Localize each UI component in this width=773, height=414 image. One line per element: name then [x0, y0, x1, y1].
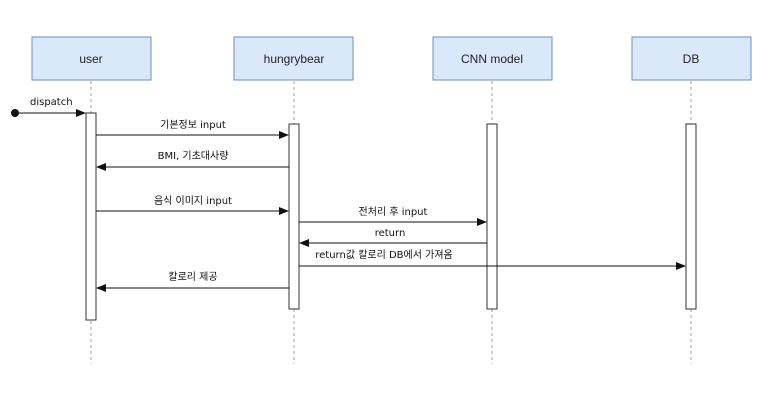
message-label-preprocessed-input: 전처리 후 input: [359, 206, 428, 218]
message-label-return: return: [375, 228, 406, 239]
message-basic-info-input: 기본정보 input: [96, 119, 289, 139]
activation-db: [685, 123, 697, 310]
message-return-value-calorie-db: return값 칼로리 DB에서 가져옴: [299, 248, 686, 270]
participant-label-hungrybear: hungrybear: [264, 52, 325, 66]
participant-db: DB: [631, 36, 752, 81]
activation-cnn-model: [486, 123, 498, 310]
message-label-basic-info-input: 기본정보 input: [160, 119, 226, 131]
message-label-calorie-provided: 칼로리 제공: [168, 270, 217, 283]
message-return: return: [299, 228, 487, 247]
message-calorie-provided: 칼로리 제공: [96, 270, 289, 292]
activation-hungrybear: [288, 123, 300, 310]
message-bmi-bmr: BMI, 기초대사량: [96, 150, 289, 171]
message-label-return-value-calorie-db: return값 칼로리 DB에서 가져옴: [315, 248, 452, 261]
message-food-image-input: 음식 이미지 input: [96, 195, 289, 215]
participant-label-cnn-model: CNN model: [461, 52, 523, 66]
participant-label-user: user: [79, 52, 102, 66]
message-label-bmi-bmr: BMI, 기초대사량: [158, 150, 229, 162]
message-label-dispatch: dispatch: [30, 97, 73, 108]
participant-label-db: DB: [683, 52, 700, 66]
participant-cnn-model: CNN model: [432, 36, 553, 81]
activation-user: [85, 112, 97, 321]
message-label-food-image-input: 음식 이미지 input: [154, 195, 232, 207]
message-dispatch: dispatch: [11, 97, 86, 117]
participant-user: user: [31, 36, 152, 81]
message-preprocessed-input: 전처리 후 input: [299, 206, 487, 226]
participant-hungrybear: hungrybear: [233, 36, 354, 81]
